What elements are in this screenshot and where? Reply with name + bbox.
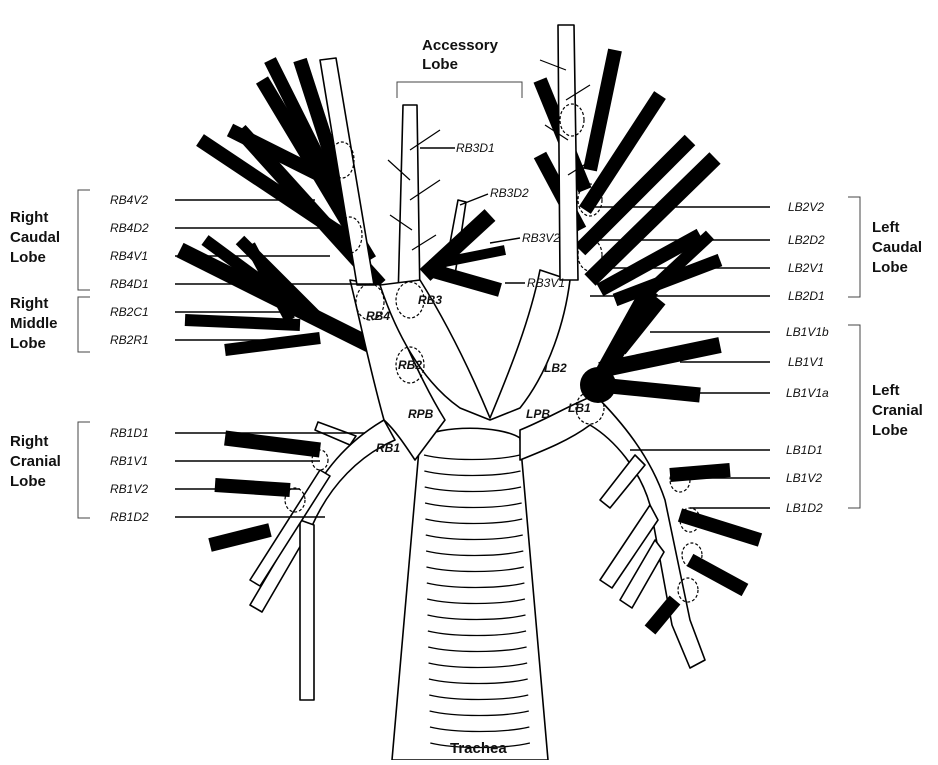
code-rb3: RB3 (418, 293, 442, 307)
code-lb1: LB1 (568, 401, 591, 415)
code-rb1: RB1 (376, 441, 400, 455)
code-rpb: RPB (408, 407, 434, 421)
accessory-bracket (397, 82, 522, 98)
right-middle-title-2: Middle (10, 315, 58, 332)
label-rb1v1: RB1V1 (110, 454, 148, 468)
left-caudal-bracket (848, 197, 860, 297)
code-rb2: RB2 (398, 358, 422, 372)
label-lb1d2: LB1D2 (786, 501, 823, 515)
label-rb4v2: RB4V2 (110, 193, 148, 207)
right-middle-title-1: Right (10, 295, 48, 312)
label-rb1d2: RB1D2 (110, 510, 149, 524)
label-lb2d2: LB2D2 (788, 233, 825, 247)
left-cranial-title-2: Cranial (872, 402, 923, 419)
code-lb2: LB2 (544, 361, 567, 375)
accessory-lobe (388, 105, 505, 300)
right-cranial-title-2: Cranial (10, 453, 61, 470)
label-lb1v2: LB1V2 (786, 471, 822, 485)
right-caudal-title-2: Caudal (10, 229, 60, 246)
label-rb4v1: RB4V1 (110, 249, 148, 263)
label-lb1v1: LB1V1 (788, 355, 824, 369)
trachea (392, 428, 548, 760)
label-rb2c1: RB2C1 (110, 305, 149, 319)
label-lb2v1: LB2V1 (788, 261, 824, 275)
left-branch-labels: LB2V2 LB2D2 LB2V1 LB2D1 LB1V1b LB1V1 LB1… (786, 200, 829, 515)
label-lb1v1b: LB1V1b (786, 325, 829, 339)
label-rb1v2: RB1V2 (110, 482, 148, 496)
right-cranial-title-3: Lobe (10, 473, 46, 490)
label-rb2r1: RB2R1 (110, 333, 149, 347)
accessory-lobe-title-1: Accessory (422, 37, 499, 54)
label-lb1d1: LB1D1 (786, 443, 823, 457)
trachea-label: Trachea (450, 740, 507, 757)
label-rb4d1: RB4D1 (110, 277, 149, 291)
label-rb4d2: RB4D2 (110, 221, 149, 235)
left-cranial-title-1: Left (872, 382, 900, 399)
right-cranial-bracket (78, 422, 90, 518)
left-caudal-title-2: Caudal (872, 239, 922, 256)
label-rb1d1: RB1D1 (110, 426, 149, 440)
code-lpb: LPB (526, 407, 550, 421)
lobe-titles: Accessory Lobe Right Caudal Lobe Right M… (10, 37, 923, 490)
left-cranial-bracket (848, 325, 860, 508)
accessory-lobe-title-2: Lobe (422, 56, 458, 73)
left-caudal-title-3: Lobe (872, 259, 908, 276)
left-cranial-title-3: Lobe (872, 422, 908, 439)
code-rb4: RB4 (366, 309, 390, 323)
label-lb2v2: LB2V2 (788, 200, 824, 214)
left-caudal-title-1: Left (872, 219, 900, 236)
right-caudal-bracket (78, 190, 90, 290)
label-rb3v2: RB3V2 (522, 231, 560, 245)
label-lb1v1a: LB1V1a (786, 386, 829, 400)
right-middle-title-3: Lobe (10, 335, 46, 352)
right-middle-bracket (78, 297, 90, 352)
right-branch-labels: RB4V2 RB4D2 RB4V1 RB4D1 RB2C1 RB2R1 RB1D… (110, 193, 149, 524)
label-rb3d2: RB3D2 (490, 186, 529, 200)
right-caudal-title-3: Lobe (10, 249, 46, 266)
right-caudal-title-1: Right (10, 209, 48, 226)
label-rb3v1: RB3V1 (527, 276, 565, 290)
right-cranial-title-1: Right (10, 433, 48, 450)
label-rb3d1: RB3D1 (456, 141, 495, 155)
label-lb2d1: LB2D1 (788, 289, 825, 303)
